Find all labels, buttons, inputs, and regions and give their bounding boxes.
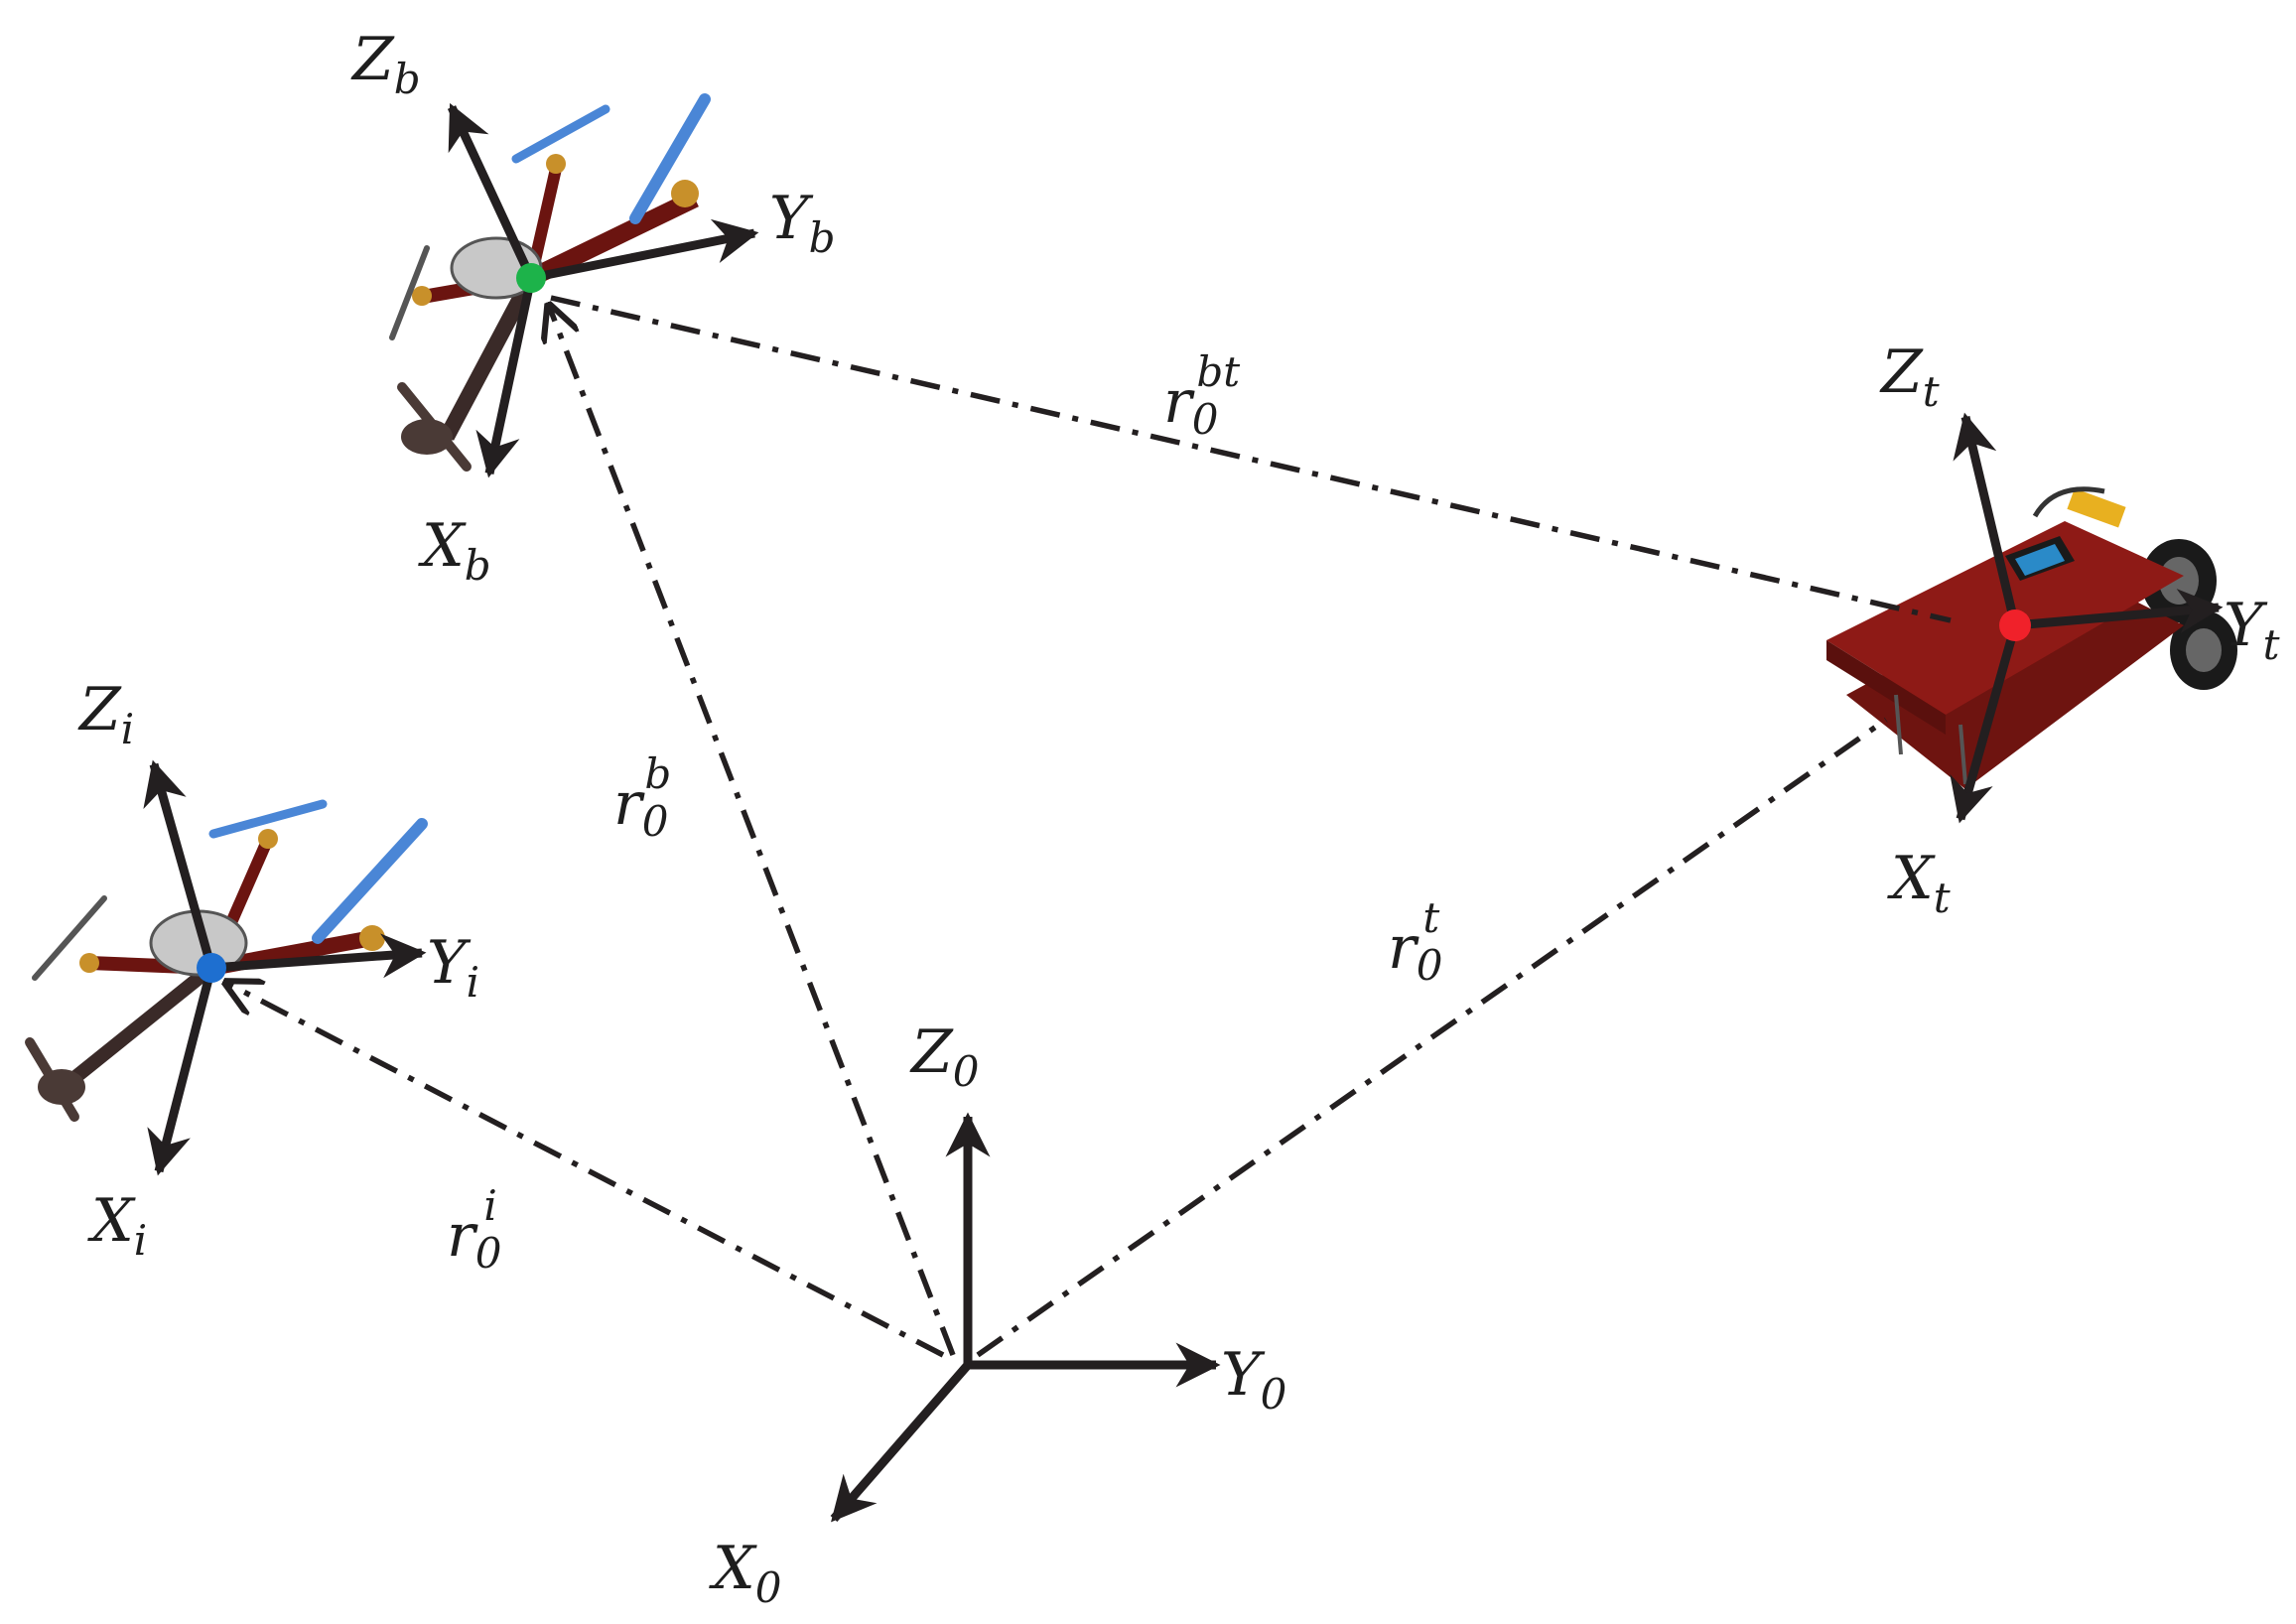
label-x0: X0 — [709, 1534, 781, 1612]
label-xt: Xt — [1887, 844, 1951, 922]
label-r0i: r0i — [447, 1181, 501, 1278]
xb-axis — [475, 277, 536, 478]
xt-axis — [1950, 623, 2020, 824]
zb-axis — [447, 102, 536, 280]
label-xi: Xi — [87, 1186, 147, 1265]
label-yb: Yb — [769, 184, 836, 262]
label-r0bt: r0bt — [1163, 347, 1240, 444]
quadcopter-b — [389, 93, 759, 478]
quadcopter-i — [25, 759, 428, 1176]
zi-axis — [143, 759, 216, 970]
label-r0b: r0b — [613, 749, 671, 846]
ground-robot-icon — [1826, 486, 2237, 789]
label-zb: Zb — [350, 25, 421, 103]
vector-r0i-line — [226, 983, 945, 1358]
label-yi: Yi — [427, 928, 479, 1007]
world-frame — [830, 1112, 1221, 1523]
yt-axis — [2014, 589, 2224, 633]
xi-axis — [147, 966, 216, 1176]
yi-axis — [210, 933, 427, 979]
rover-center-point — [1999, 609, 2031, 641]
drone-i-center-point — [197, 953, 226, 983]
yb-axis — [530, 218, 759, 283]
vector-r0b-line — [549, 306, 956, 1356]
rover-t — [1826, 412, 2237, 824]
vector-r0t-line — [976, 717, 1888, 1358]
label-r0t: r0t — [1388, 893, 1442, 990]
vector-r0bt-line — [550, 295, 1952, 623]
label-zi: Zi — [77, 675, 134, 753]
drone-b-center-point — [516, 263, 546, 293]
label-y0: Y0 — [1221, 1340, 1286, 1419]
label-zt: Zt — [1879, 338, 1940, 416]
zt-axis — [1953, 412, 2020, 627]
label-xb: Xb — [418, 511, 491, 590]
label-yt: Yt — [2224, 591, 2280, 669]
x0-axis — [830, 1362, 972, 1523]
quadcopter-icon — [389, 93, 711, 472]
label-z0: Z0 — [909, 1017, 979, 1096]
